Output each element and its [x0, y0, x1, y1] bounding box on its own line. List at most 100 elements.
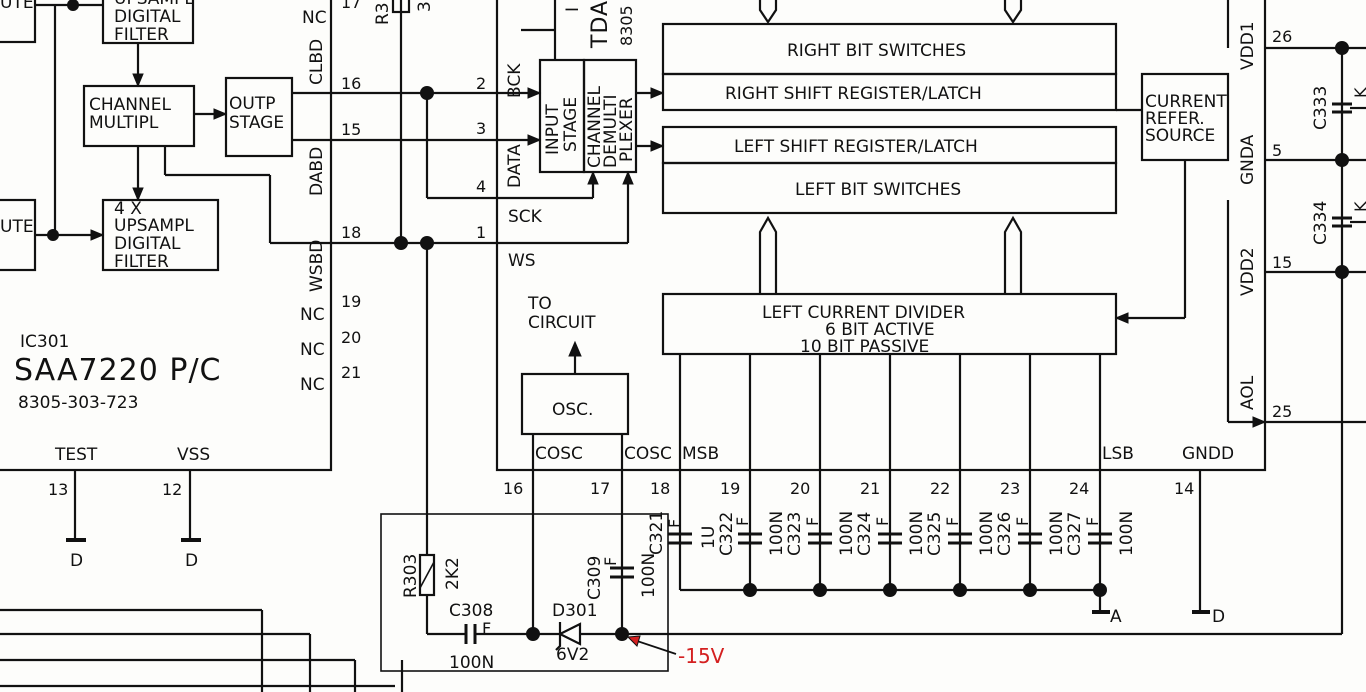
c326-value: 100N	[1047, 511, 1067, 556]
ic301-vss-label: VSS	[177, 445, 210, 465]
demux-line3: PLEXER	[617, 97, 637, 162]
ground-d1: D	[70, 551, 83, 571]
c323-value: 100N	[837, 511, 857, 556]
ic301-nc-21: NC	[300, 375, 325, 395]
tda-aol: AOL	[1238, 375, 1258, 410]
r303-ref: R303	[401, 554, 421, 598]
ic301-dabd: DABD	[307, 147, 327, 196]
right-bit-switches-label: RIGHT BIT SWITCHES	[787, 41, 966, 61]
ic301-pin-15: 15	[341, 120, 361, 139]
ic301-pin-19: 19	[341, 292, 361, 311]
tda-pin-3: 3	[476, 119, 486, 138]
channel-multipl-line2: MULTIPL	[89, 113, 159, 133]
tda-data: DATA	[505, 144, 525, 188]
c309-value: 100N	[639, 553, 659, 598]
ic301-pin-17: 17	[341, 0, 361, 12]
c308-value: 100N	[449, 653, 494, 673]
c324-value: 100N	[907, 511, 927, 556]
ground-a: A	[1110, 607, 1122, 627]
demux-line1: CHANNEL	[585, 86, 605, 168]
ic301-nc-top: NC	[302, 8, 327, 28]
c321-ref: C321	[647, 511, 667, 555]
d301-ref: D301	[552, 601, 598, 621]
tda-gndd: GNDD	[1182, 444, 1234, 464]
channel-demux-block	[582, 58, 638, 174]
c322-pol: F	[733, 517, 752, 526]
mute-top-label: UTE	[0, 0, 34, 13]
mute-bottom-label: UTE	[0, 217, 34, 237]
upsampl-bottom-line4: FILTER	[114, 252, 169, 272]
ic301-pin-13: 13	[48, 480, 68, 499]
c308-pol: F	[482, 619, 491, 638]
c321-pol: F	[665, 519, 684, 528]
ground-d3: D	[1212, 607, 1225, 627]
c334-ref: C334	[1311, 201, 1331, 245]
ic301-nc-19: NC	[300, 305, 325, 325]
tda-pin-19: 19	[720, 479, 740, 498]
tda-msb: MSB	[682, 444, 719, 464]
c334-pol: K	[1351, 201, 1366, 212]
tda-pin-2: 2	[476, 74, 486, 93]
mute-block-top	[0, 0, 37, 44]
c333-ref: C333	[1311, 86, 1331, 130]
r3-fragment-value: 3	[415, 1, 435, 12]
outp-stage-line2: STAGE	[229, 113, 284, 133]
c309-pol: F	[601, 557, 620, 566]
ground-d2: D	[185, 551, 198, 571]
c323-pol: F	[803, 517, 822, 526]
r3-fragment-ref: R3	[373, 2, 393, 25]
tda-code-fragment: 8305	[617, 5, 636, 46]
c324-ref: C324	[855, 512, 875, 556]
outp-stage-line1: OUTP	[229, 94, 275, 114]
tda-pin-18: 18	[650, 479, 670, 498]
upsampl-bottom-line2: UPSAMPL	[114, 216, 194, 236]
ic301-pin-12: 12	[162, 480, 182, 499]
ic301-outline	[0, 0, 333, 472]
c327-pol: F	[1083, 517, 1102, 526]
c327-ref: C327	[1065, 512, 1085, 556]
current-ref-line2: REFER.	[1145, 109, 1205, 129]
c326-pol: F	[1013, 517, 1032, 526]
left-bit-switches-label: LEFT BIT SWITCHES	[795, 180, 961, 200]
tda-pin-24: 24	[1069, 479, 1089, 498]
upsampl-top-line1: UPSAMPL	[114, 0, 194, 9]
tda-cosc2: COSC	[624, 444, 672, 464]
c325-pol: F	[943, 517, 962, 526]
tda-pin-23: 23	[1000, 479, 1020, 498]
to-circuit-line1: TO	[527, 294, 552, 314]
divider-line1: LEFT CURRENT DIVIDER	[762, 303, 965, 323]
ic301-ref: IC301	[20, 332, 69, 352]
c325-value: 100N	[977, 511, 997, 556]
ic301-test-label: TEST	[54, 445, 98, 465]
upsampl-bottom-line3: DIGITAL	[114, 234, 181, 254]
tda-pin-16: 16	[503, 479, 523, 498]
upsampl-bottom-line1: 4 X	[114, 199, 142, 219]
tda-cosc1: COSC	[535, 444, 583, 464]
tda-lsb: LSB	[1102, 444, 1134, 464]
d301-value: 6V2	[556, 645, 589, 665]
ic301-pin-18: 18	[341, 223, 361, 242]
tda-pin-14: 14	[1174, 479, 1194, 498]
tda-pin-5: 5	[1272, 141, 1282, 160]
tda-pin-22: 22	[930, 479, 950, 498]
current-ref-line3: SOURCE	[1145, 126, 1215, 146]
upsampl-top-line3: FILTER	[114, 25, 169, 45]
ic301-clbd: CLBD	[307, 39, 327, 85]
tda-pin-17: 17	[590, 479, 610, 498]
ic301-code: 8305-303-723	[18, 393, 138, 413]
tda-top-i: I	[563, 7, 583, 12]
tda-bck: BCK	[505, 63, 525, 98]
outp-stage-block	[224, 76, 294, 158]
tda-pin-1: 1	[476, 223, 486, 242]
upsampl-top-line2: DIGITAL	[114, 7, 181, 27]
tda-ws: WS	[508, 251, 536, 271]
demux-line2: DEMULTI	[601, 95, 621, 168]
upsampl-filter-top	[101, 0, 195, 45]
c326-ref: C326	[995, 512, 1015, 556]
c323-ref: C323	[785, 512, 805, 556]
current-ref-line1: CURRENT	[1145, 92, 1227, 112]
divider-line3: 10 BIT PASSIVE	[800, 337, 929, 357]
tda-pin-21: 21	[860, 479, 880, 498]
